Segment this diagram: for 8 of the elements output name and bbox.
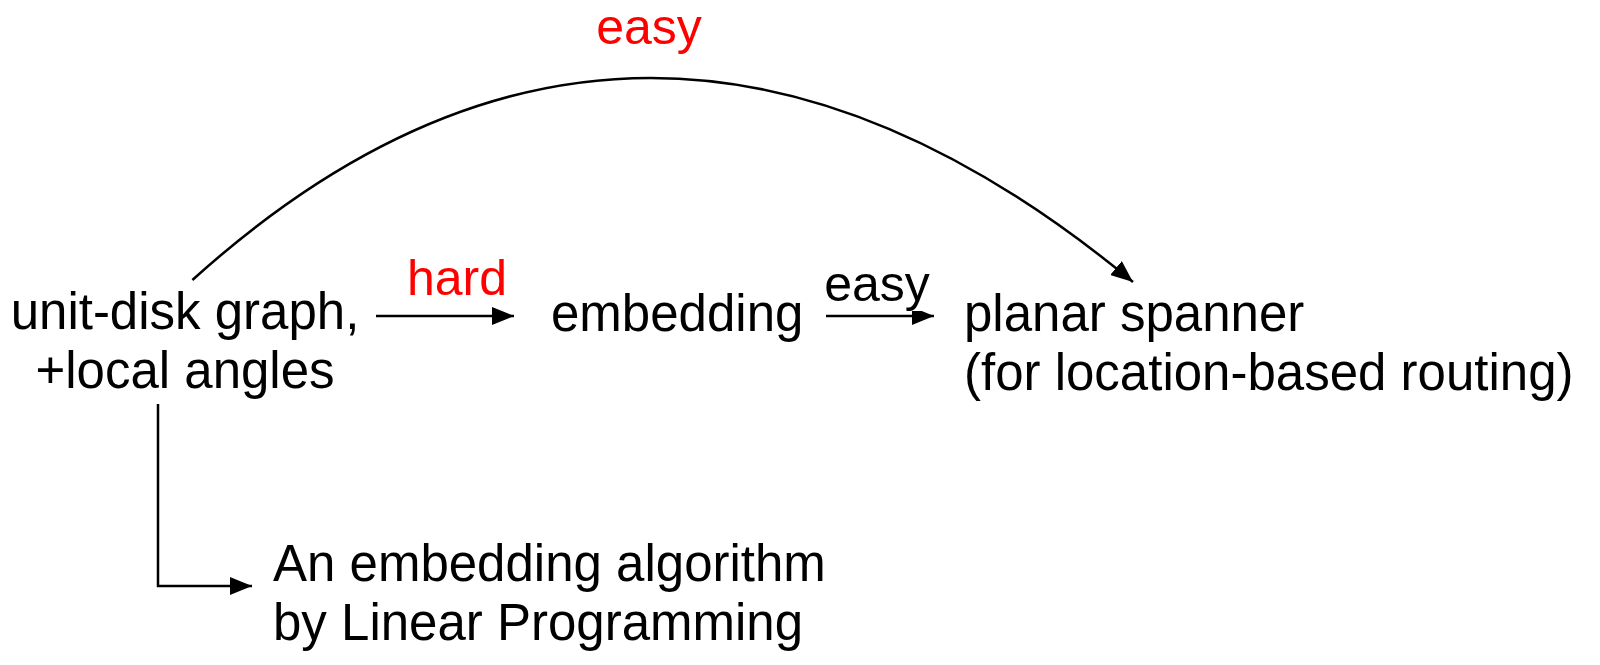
arrow — [156, 404, 252, 595]
node-text: planar spanner — [964, 284, 1305, 343]
arrow — [376, 307, 514, 325]
node-text: embedding — [551, 284, 804, 343]
arrow — [191, 77, 1134, 283]
node-text: (for location-based routing) — [964, 343, 1574, 402]
node-text: An embedding algorithm by Linear Programming — [273, 534, 827, 652]
node-text: unit-disk graph, +local angles — [9, 282, 361, 400]
